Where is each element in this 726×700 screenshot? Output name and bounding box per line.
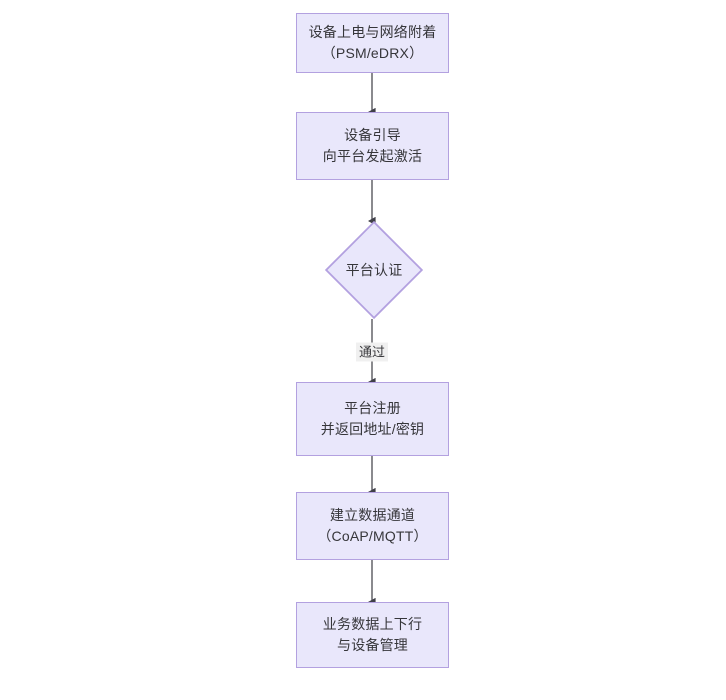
node-line-2: （PSM/eDRX） (321, 45, 424, 61)
node-line-1: 业务数据上下行 (322, 616, 423, 632)
node-line-2: （CoAP/MQTT） (317, 528, 428, 544)
node-device-power-on[interactable]: 设备上电与网络附着 （PSM/eDRX） (296, 13, 449, 73)
node-line-1: 设备上电与网络附着 (308, 24, 437, 40)
node-line-2: 向平台发起激活 (322, 148, 423, 164)
edge-label-pass: 通过 (355, 342, 389, 362)
node-line-2: 与设备管理 (337, 637, 408, 653)
node-line-1: 设备引导 (344, 127, 401, 143)
node-establish-data-channel[interactable]: 建立数据通道 （CoAP/MQTT） (296, 492, 449, 560)
node-device-bootstrap[interactable]: 设备引导 向平台发起激活 (296, 112, 449, 180)
node-business-data-and-device-management[interactable]: 业务数据上下行 与设备管理 (296, 602, 449, 668)
node-line-1: 建立数据通道 (329, 507, 416, 523)
node-platform-registration[interactable]: 平台注册 并返回地址/密钥 (296, 382, 449, 456)
node-line-2: 并返回地址/密钥 (320, 421, 425, 437)
node-platform-authentication[interactable]: 平台认证 (325, 221, 423, 319)
node-line-1: 平台认证 (345, 261, 403, 278)
diamond-icon (325, 221, 423, 319)
node-line-1: 平台注册 (344, 400, 401, 416)
